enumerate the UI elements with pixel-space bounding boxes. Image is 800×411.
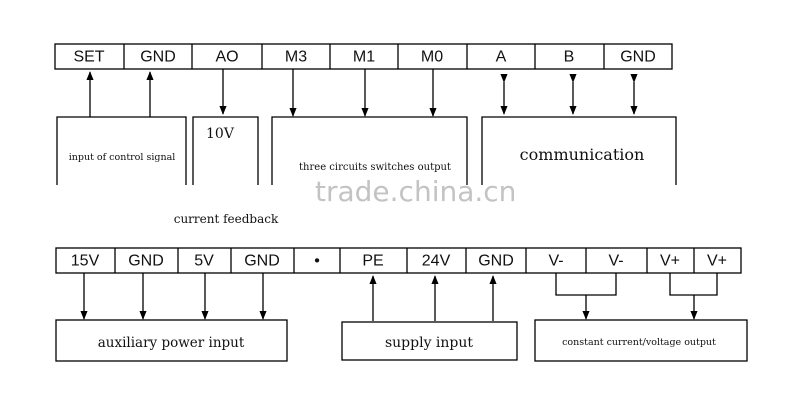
terminal-gnd: GND — [478, 253, 514, 270]
label-control-signal: input of control signal — [69, 152, 176, 163]
terminal-b: B — [564, 49, 575, 66]
terminal-gnd: GND — [620, 49, 656, 66]
terminal-a: A — [496, 49, 507, 66]
terminal-24v: 24V — [422, 253, 451, 270]
terminal-m1: M1 — [353, 49, 375, 66]
label-current-feedback: current feedback — [174, 212, 279, 226]
top-arrows — [86, 69, 638, 117]
bottom-label-boxes: auxiliary power input supply input const… — [55, 319, 748, 362]
label-ao-voltage: 10V — [206, 126, 235, 142]
terminal-gnd: GND — [128, 253, 164, 270]
terminal-pe: PE — [362, 253, 383, 270]
bottom-terminal-strip: 15V GND 5V GND • PE 24V GND V- V- V+ V+ — [55, 247, 742, 274]
terminal-ao: AO — [215, 49, 238, 66]
terminal-m3: M3 — [285, 49, 307, 66]
terminal-v-plus: V+ — [707, 253, 727, 270]
label-switches-output: three circuits switches output — [299, 162, 451, 173]
terminal-set: SET — [73, 49, 104, 66]
terminal-v-minus: V- — [548, 253, 563, 270]
terminal-gnd: GND — [140, 49, 176, 66]
terminal-dot: • — [314, 253, 320, 270]
top-label-boxes: input of control signal 10V three circui… — [56, 116, 677, 226]
watermark-text: trade.china.cn — [315, 175, 516, 208]
label-supply-input: supply input — [385, 335, 473, 351]
label-constant-output: constant current/voltage output — [562, 337, 716, 348]
connector-v-minus — [555, 273, 617, 296]
terminal-5v: 5V — [194, 253, 214, 270]
top-terminal-strip: SET GND AO M3 M1 M0 A B GND — [54, 43, 673, 70]
terminal-gnd: GND — [244, 253, 280, 270]
terminal-v-minus: V- — [608, 253, 623, 270]
label-auxiliary-power: auxiliary power input — [98, 335, 245, 351]
terminal-v-plus: V+ — [660, 253, 680, 270]
connector-v-plus — [669, 273, 718, 296]
terminal-15v: 15V — [71, 253, 100, 270]
terminal-m0: M0 — [421, 49, 443, 66]
bottom-arrows — [80, 273, 718, 321]
label-communication: communication — [520, 145, 645, 164]
